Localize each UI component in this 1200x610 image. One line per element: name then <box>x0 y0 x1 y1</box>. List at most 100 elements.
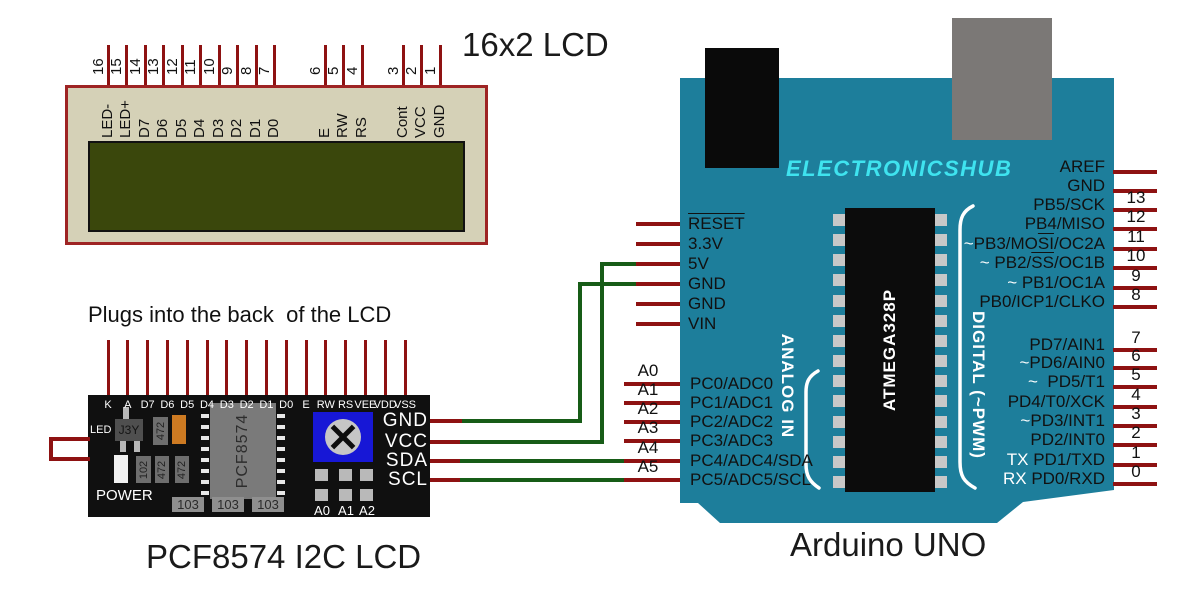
arduino-pin-label: 3.3V <box>688 234 723 253</box>
lcd-pin-number: 2 <box>403 66 420 75</box>
atmega-pin <box>935 395 947 408</box>
i2c-chip-pin <box>201 480 209 484</box>
lcd-pin-line <box>361 45 364 85</box>
atmega-pin <box>935 234 947 247</box>
lcd-pin-line <box>273 45 276 85</box>
lcd-module <box>65 85 488 245</box>
arduino-pin-number: 8 <box>1131 285 1141 304</box>
i2c-pin-label: D1 <box>259 399 274 411</box>
atmega-pin <box>935 375 947 388</box>
atmega-pin <box>833 334 845 347</box>
i2c-pin-label: A <box>124 399 132 411</box>
arduino-pin-number: 2 <box>1131 423 1141 442</box>
i2c-right-pin-label: SCL <box>388 469 428 490</box>
atmega-pin <box>833 395 845 408</box>
arduino-pin-label: PB5/SCK <box>1033 195 1105 214</box>
i2c-pin-line <box>383 340 387 395</box>
i2c-jumper-label: A0 <box>314 503 330 518</box>
lcd-pin-label: RS <box>353 117 370 138</box>
arduino-pin-stub <box>636 302 680 306</box>
lcd-pin-line <box>199 45 202 85</box>
atmega328p-chip-label: ATMEGA328P <box>880 288 899 412</box>
atmega-pin <box>935 334 947 347</box>
gnd-wire <box>578 282 638 286</box>
i2c-chip-pin <box>277 469 285 473</box>
arduino-analog-pin-name: A5 <box>637 457 659 476</box>
arduino-pin-stub <box>1113 385 1157 389</box>
arduino-pin-label: ~ PB1/OC1A <box>1007 273 1105 292</box>
i2c-pin-label: D7 <box>140 399 155 411</box>
arduino-pin-label: ~ PD5/T1 <box>1027 372 1105 391</box>
arduino-pin-stub <box>1113 170 1157 174</box>
lcd-pin-label: D5 <box>173 118 190 138</box>
lcd-screen <box>88 141 465 232</box>
power-led <box>114 455 128 483</box>
arduino-pin-stub <box>1113 348 1157 352</box>
lcd-pin-line <box>255 45 258 85</box>
lcd-pin-line <box>218 45 221 85</box>
i2c-pin-label: VSS <box>393 399 416 411</box>
lcd-pin-line <box>342 45 345 85</box>
i2c-chip-pin <box>201 469 209 473</box>
arduino-pin-label: ~PD6/AIN0 <box>1019 353 1105 372</box>
i2c-pin-line <box>225 340 229 395</box>
arduino-pin-stub <box>1113 247 1157 251</box>
vcc-wire <box>460 440 604 444</box>
i2c-jumper-label: A1 <box>338 503 354 518</box>
arduino-analog-pin-name: A3 <box>637 418 659 437</box>
arduino-pin-number: 9 <box>1131 266 1141 285</box>
arduino-pin-number: 12 <box>1126 207 1146 226</box>
lcd-pin-number: 11 <box>182 59 199 75</box>
arduino-pin-label: VIN <box>688 314 717 333</box>
i2c-chip-pin <box>277 414 285 418</box>
arduino-pin-number: 13 <box>1126 188 1146 207</box>
atmega-pin <box>833 274 845 287</box>
resistor-472: 472 <box>153 417 168 445</box>
gnd-wire <box>578 282 582 423</box>
i2c-chip-pin <box>201 425 209 429</box>
resistor-472: 472 <box>175 456 189 483</box>
lcd-pin-label: D2 <box>228 118 245 138</box>
i2c-chip-pin <box>277 491 285 495</box>
arduino-pin-stub <box>1113 189 1157 193</box>
i2c-right-pin-label: VCC <box>384 431 428 452</box>
i2c-pin-line <box>146 340 150 395</box>
arduino-pin-number: 7 <box>1131 328 1141 347</box>
i2c-pin-line <box>363 340 367 395</box>
i2c-jumper-pad <box>360 489 373 501</box>
atmega-pin <box>833 415 845 428</box>
arduino-pin-stub <box>636 222 680 226</box>
gnd-pin-stub <box>430 419 464 423</box>
arduino-pin-label: PD4/T0/XCK <box>1007 392 1105 411</box>
i2c-pin-label: VEE <box>354 399 377 411</box>
i2c-pin-line <box>245 340 249 395</box>
i2c-chip-pin <box>201 458 209 462</box>
i2c-pin-line <box>344 340 348 395</box>
atmega-pin <box>935 274 947 287</box>
led-jumper-wire <box>49 457 90 461</box>
lcd-pin-number: 15 <box>108 58 125 75</box>
lcd-pin-line <box>107 45 110 85</box>
i2c-chip-pin <box>277 458 285 462</box>
lcd-pin-number: 14 <box>127 58 144 75</box>
arduino-pin-number: 11 <box>1127 227 1145 246</box>
lcd-pin-label: D6 <box>154 118 171 138</box>
atmega-pin <box>833 375 845 388</box>
lcd-pin-label: VCC <box>412 106 429 138</box>
arduino-pin-stub <box>624 439 680 443</box>
atmega-pin <box>935 455 947 468</box>
lcd-pin-line <box>420 45 423 85</box>
arduino-pin-stub <box>624 382 680 386</box>
arduino-analog-pin-name: A0 <box>637 361 659 380</box>
pcf8574-chip-label: PCF8574 <box>234 413 251 489</box>
i2c-resistor-103: 103 <box>212 497 244 512</box>
lcd-pin-number: 6 <box>307 66 324 75</box>
i2c-pin-line <box>403 340 407 395</box>
vcc-wire <box>600 262 604 444</box>
arduino-pin-label: AREF <box>1059 157 1105 176</box>
brand-text: ELECTRONICSHUB <box>786 156 1013 181</box>
arduino-pin-stub <box>624 459 680 463</box>
arduino-pin-stub <box>636 282 680 286</box>
arduino-analog-pin-name: A4 <box>637 438 659 457</box>
